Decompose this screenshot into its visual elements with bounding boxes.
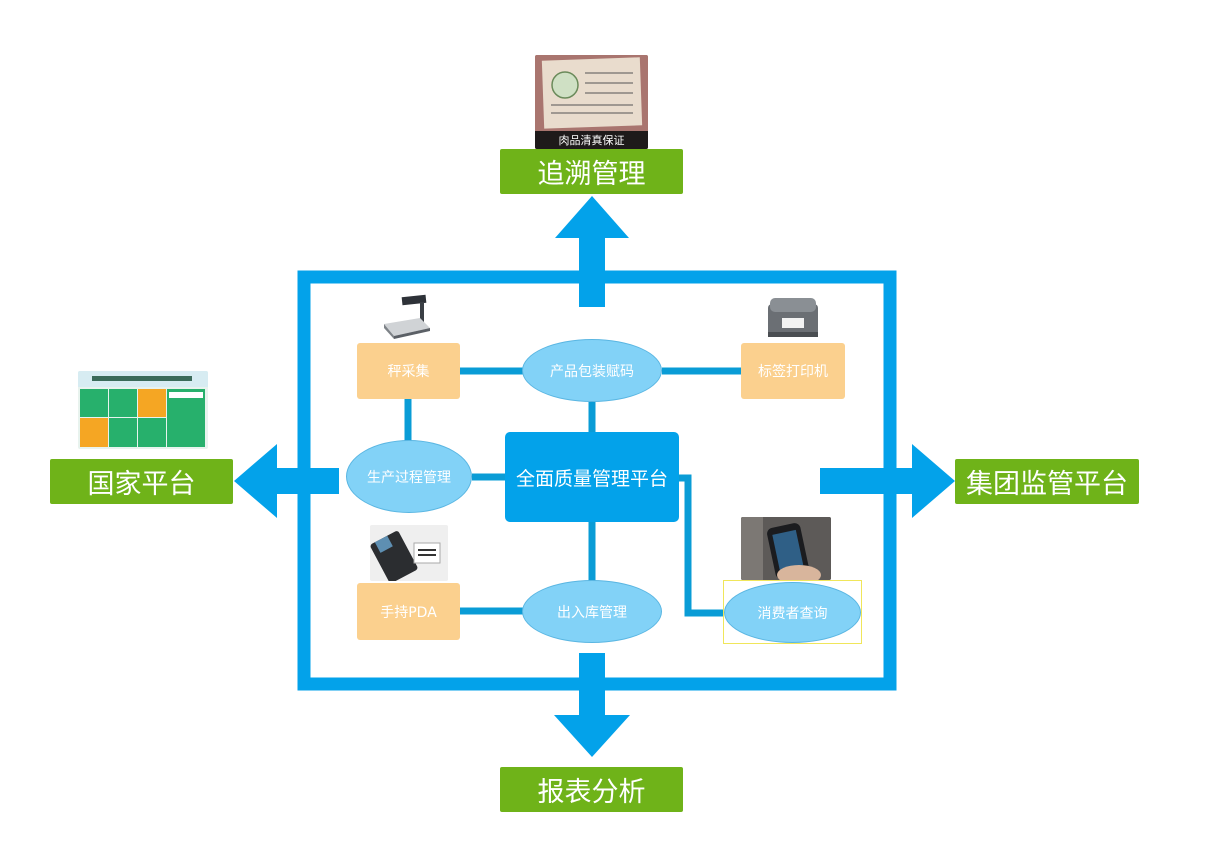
arrow-right <box>820 444 955 518</box>
output-traceability: 追溯管理 <box>500 149 683 194</box>
process-packaging: 产品包装赋码 <box>522 339 662 402</box>
arrow-left <box>234 444 339 518</box>
process-warehouse: 出入库管理 <box>522 580 662 643</box>
connector-lines <box>404 367 742 617</box>
output-group-platform: 集团监管平台 <box>955 459 1139 504</box>
connector-center-consumer <box>679 474 724 617</box>
certificate-photo: 肉品清真保证 <box>535 55 648 149</box>
scale-device-icon <box>380 294 436 340</box>
national-platform-screenshot <box>78 371 208 449</box>
process-consumer: 消费者查询 <box>724 582 861 643</box>
pda-device-photo <box>370 525 448 581</box>
arrows <box>234 196 955 757</box>
process-production: 生产过程管理 <box>346 440 472 513</box>
phone-query-photo <box>741 517 831 580</box>
printer-device-icon <box>762 294 824 340</box>
device-scale: 秤采集 <box>357 343 460 399</box>
device-pda: 手持PDA <box>357 583 460 640</box>
arrow-down <box>554 653 630 757</box>
output-national-platform: 国家平台 <box>50 459 233 504</box>
consumer-highlight <box>723 580 862 644</box>
device-printer: 标签打印机 <box>741 343 845 399</box>
certificate-caption: 肉品清真保证 <box>558 134 625 147</box>
arrow-up <box>555 196 629 307</box>
output-report-analysis: 报表分析 <box>500 767 683 812</box>
center-platform: 全面质量管理平台 <box>505 432 679 522</box>
